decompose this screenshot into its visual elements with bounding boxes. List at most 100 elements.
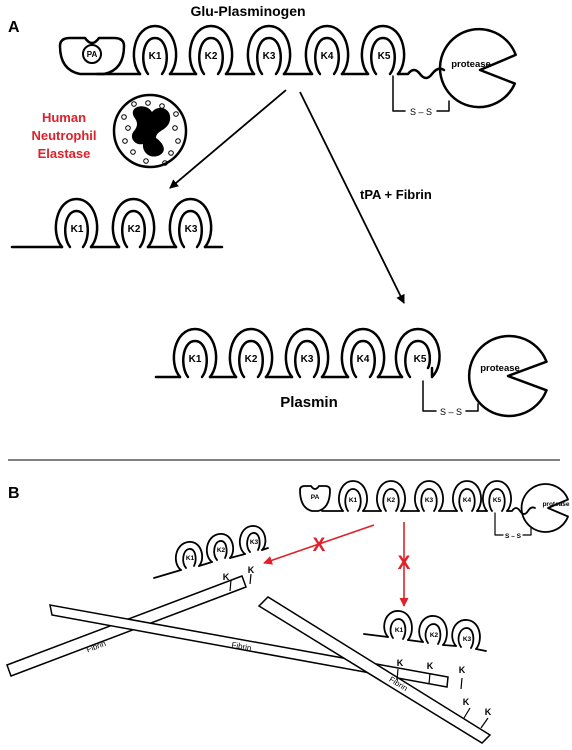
kringle-k2: K2: [205, 533, 234, 563]
kringle-label: K3: [301, 354, 314, 365]
lysine-label: K: [485, 707, 492, 717]
kringle-label: K3: [185, 224, 198, 235]
kringle-label: K3: [250, 539, 259, 546]
fibrin-strand-2: Fibrin: [49, 604, 449, 688]
kringle-k5: K5: [394, 327, 441, 379]
kringle-k2: K2: [111, 197, 156, 249]
kringle-k3: K3: [414, 480, 444, 512]
kringle-label: K4: [321, 51, 334, 62]
kringle-k3: K3: [238, 525, 267, 555]
k1-k3-fragment: K1 K2 K3: [10, 197, 224, 249]
kringle-k2: K2: [228, 327, 274, 379]
glu-plasminogen-molecule: PA K1 K2 K3 K4 K5 protease S – S: [58, 24, 517, 117]
pa-domain: [58, 36, 126, 76]
protease-domain: [520, 483, 569, 533]
kringle-label: K3: [463, 636, 472, 643]
plasmin-molecule: K1 K2 K3 K4 K5 protease S – S Plasmin: [154, 327, 548, 418]
kringle-label: K1: [71, 224, 84, 235]
kringle-k3: K3: [284, 327, 330, 379]
kringle-k2: K2: [376, 480, 406, 512]
enzyme-line-2: Neutrophil: [32, 128, 97, 143]
glu-plasminogen-small: PA K1 K2 K3 K4 K5 protease S – S: [299, 480, 570, 540]
pa-label: PA: [311, 494, 320, 501]
plasmin-label: Plasmin: [280, 394, 338, 411]
kringle-k4: K4: [304, 24, 350, 76]
kringle-k2: K2: [188, 24, 234, 76]
kringle-k3: K3: [246, 24, 292, 76]
kringle-k1: K1: [172, 327, 218, 379]
kringle-label: K3: [263, 51, 276, 62]
lysine-label: K: [463, 697, 470, 707]
kringle-k1: K1: [132, 24, 178, 76]
enzyme-line-3: Elastase: [38, 146, 91, 161]
neutrophil-nucleus: [131, 106, 171, 157]
kringle-label: K1: [349, 497, 358, 504]
kringle-k1: K1: [54, 197, 99, 249]
kringle-label: K2: [430, 632, 439, 639]
kringle-k1: K1: [174, 541, 203, 571]
pa-label: PA: [87, 50, 98, 59]
kringle-label: K3: [425, 497, 434, 504]
fragment-right: K1 K2 K3: [363, 610, 487, 652]
kringle-label: K2: [128, 224, 141, 235]
lysine-label: K: [427, 661, 434, 671]
disulfide-label: S – S: [440, 407, 462, 417]
lysine-label: K: [397, 658, 404, 668]
activation-loop: [506, 506, 536, 515]
disulfide-label: S – S: [410, 107, 432, 117]
kringle-label: K2: [387, 497, 396, 504]
activation-arrow: [299, 91, 405, 304]
enzyme-label: Human Neutrophil Elastase: [32, 110, 97, 161]
lysine-label: K: [459, 665, 466, 675]
kringle-k3: K3: [168, 197, 213, 249]
neutrophil-granules: [121, 100, 181, 166]
kringle-label: K5: [414, 354, 427, 365]
kringle-label: K5: [378, 51, 391, 62]
enzyme-line-1: Human: [42, 110, 86, 125]
kringle-label: K1: [395, 627, 404, 634]
panel-a-letter: A: [8, 19, 20, 36]
kringle-label: K1: [149, 51, 162, 62]
disulfide-bridge: [422, 380, 479, 412]
kringle-k4: K4: [452, 480, 482, 512]
block-mark-down: X: [398, 553, 411, 574]
block-mark-left: X: [313, 535, 326, 556]
kringle-k2: K2: [418, 615, 448, 646]
protease-domain: [438, 27, 517, 109]
fibrin-strand-3: Fibrin: [257, 596, 492, 744]
activator-label: tPA + Fibrin: [360, 187, 432, 202]
pa-domain: [299, 485, 331, 512]
kringle-label: K2: [205, 51, 218, 62]
kringle-k5: K5: [482, 480, 512, 512]
kringle-label: K4: [357, 354, 370, 365]
kringle-k5: K5: [360, 24, 406, 76]
kringle-k1: K1: [383, 610, 413, 641]
elastase-cleavage-arrow: [169, 89, 287, 189]
fibrin-label: Fibrin: [231, 640, 252, 652]
kringle-label: K5: [493, 497, 502, 504]
kringle-label: K1: [189, 354, 202, 365]
lysine-label: K: [223, 572, 230, 582]
protease-label: protease: [480, 363, 520, 374]
disulfide-bridge: [494, 512, 532, 536]
activation-loop: [396, 67, 446, 80]
lysine-residues: K K K K K K K: [223, 565, 492, 729]
blocked-arrow-left: [263, 524, 375, 565]
kringle-label: K2: [245, 354, 258, 365]
kringle-k1: K1: [338, 480, 368, 512]
kringle-k4: K4: [340, 327, 386, 379]
plasminogen-title: Glu-Plasminogen: [190, 3, 305, 19]
protease-label: protease: [451, 59, 491, 70]
kringle-label: K1: [186, 555, 195, 562]
pa-pocket: [82, 44, 102, 64]
kringle-k3: K3: [451, 619, 481, 650]
fragment-left: K1 K2 K3: [153, 525, 269, 579]
disulfide-label: S – S: [505, 533, 522, 540]
kringle-label: K4: [463, 497, 472, 504]
kringle-label: K2: [217, 547, 226, 554]
protease-domain: [467, 334, 548, 418]
protease-label: protease: [542, 501, 569, 508]
lysine-label: K: [248, 565, 255, 575]
disulfide-bridge: [392, 75, 450, 112]
